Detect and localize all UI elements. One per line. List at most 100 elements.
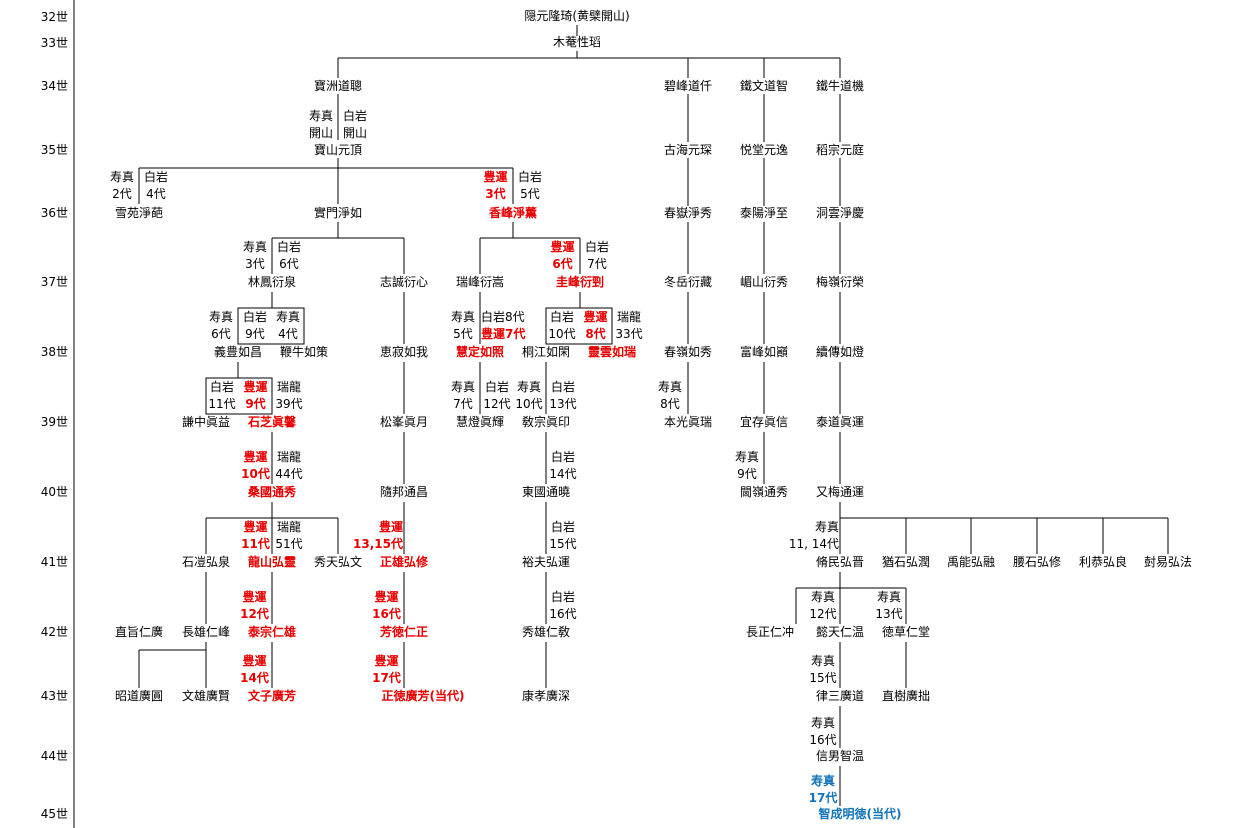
- temple-label: 寿真 13代: [875, 590, 903, 621]
- person-node: 猶石弘潤: [881, 555, 931, 569]
- temple-label: 寿真 開山: [308, 109, 333, 140]
- person-node: 悦堂元逸: [739, 143, 789, 157]
- person-node: 尌易弘法: [1143, 555, 1193, 569]
- temple-label: 白岩 7代: [584, 240, 609, 271]
- lineage-box: [205, 377, 273, 415]
- person-node: 泰宗仁雄: [247, 625, 297, 639]
- temple-label: 寿真 7代: [450, 380, 475, 411]
- generation-label: 36世: [40, 206, 68, 220]
- person-node: 慧定如照: [455, 345, 505, 359]
- temple-label: 瑞龍 39代: [275, 380, 303, 411]
- temple-label: 寿真 15代: [809, 654, 837, 685]
- person-node: 脩民弘晋: [815, 555, 865, 569]
- generation-label: 42世: [40, 625, 68, 639]
- temple-label: 瑞龍 33代: [615, 310, 643, 341]
- generation-label: 38世: [40, 345, 68, 359]
- person-node: 閫嶺通秀: [739, 485, 789, 499]
- person-node: 東國通曉: [521, 485, 571, 499]
- temple-label: 寿真 9代: [734, 450, 759, 481]
- temple-label: 白岩 12代: [483, 380, 511, 411]
- person-node: 寶山元頂: [313, 143, 363, 157]
- generation-label: 43世: [40, 689, 68, 703]
- temple-label: 寿真 5代: [450, 310, 475, 341]
- person-node: 康孝廣深: [521, 689, 571, 703]
- person-node: 文子廣芳: [247, 689, 297, 703]
- temple-label: 白岩 15代: [549, 520, 577, 551]
- temple-label: 豊運 14代: [240, 654, 269, 685]
- person-node: 智成明徳(当代): [818, 807, 902, 821]
- temple-label: 寿真 11, 14代: [788, 520, 839, 551]
- person-node: 泰道眞運: [815, 415, 865, 429]
- generation-label: 37世: [40, 275, 68, 289]
- generation-label: 40世: [40, 485, 68, 499]
- person-node: 慧燈眞輝: [455, 415, 505, 429]
- temple-label: 白岩8代 豊運7代: [481, 310, 526, 341]
- person-node: 正雄弘修: [379, 555, 429, 569]
- person-node: 隨邦通昌: [379, 485, 429, 499]
- person-node: 瑞峰衍嵩: [455, 275, 505, 289]
- person-node: 恵寂如我: [379, 345, 429, 359]
- person-node: 宜存眞信: [739, 415, 789, 429]
- person-node: 桐江如閑: [521, 345, 571, 359]
- person-node: 寶洲道聰: [313, 79, 363, 93]
- temple-label: 白岩 4代: [143, 170, 168, 201]
- generation-label: 41世: [40, 555, 68, 569]
- temple-label: 白岩 開山: [342, 109, 367, 140]
- person-node: 嵋山衍秀: [739, 275, 789, 289]
- generation-label: 39世: [40, 415, 68, 429]
- temple-label: 寿真 16代: [809, 716, 837, 747]
- person-node: 直樹廣拙: [881, 689, 931, 703]
- temple-label: 寿真 12代: [809, 590, 837, 621]
- generation-label: 44世: [40, 749, 68, 763]
- person-node: 雪苑淨葩: [114, 206, 164, 220]
- temple-label: 白岩 11代: [208, 380, 236, 411]
- person-node: 又梅通運: [815, 485, 865, 499]
- person-node: 鐵文道智: [739, 79, 789, 93]
- generation-label: 34世: [40, 79, 68, 93]
- person-node: 鐵牛道機: [815, 79, 865, 93]
- lineage-box: [545, 307, 613, 345]
- person-node: 古海元琛: [663, 143, 713, 157]
- person-node: 昭道廣圓: [114, 689, 164, 703]
- temple-label: 豊運 10代: [241, 450, 270, 481]
- person-node: 腰石弘修: [1012, 555, 1062, 569]
- person-node: 鞭牛如策: [279, 345, 329, 359]
- person-node: 洞雲淨慶: [815, 206, 865, 220]
- person-node: 香峰淨薫: [488, 206, 538, 220]
- temple-label: 豊運 11代: [241, 520, 270, 551]
- temple-label: 白岩 13代: [549, 380, 577, 411]
- person-node: 靈雲如瑞: [587, 345, 637, 359]
- person-node: 長雄仁峰: [181, 625, 231, 639]
- person-node: 文雄廣賢: [181, 689, 231, 703]
- person-node: 信男智温: [815, 749, 865, 763]
- generation-label: 33世: [40, 36, 68, 50]
- temple-label: 寿真 4代: [275, 310, 300, 341]
- person-node: 徳草仁堂: [881, 625, 931, 639]
- person-node: 春嶽淨秀: [663, 206, 713, 220]
- temple-label: 白岩 9代: [242, 310, 267, 341]
- temple-label: 寿真 3代: [242, 240, 267, 271]
- person-node: 春嶺如秀: [663, 345, 713, 359]
- person-node: 泰陽淨至: [739, 206, 789, 220]
- person-node: 秀天弘文: [313, 555, 363, 569]
- temple-label: 豊運 16代: [372, 590, 401, 621]
- person-node: 松峯眞月: [379, 415, 429, 429]
- person-node: 義豊如昌: [213, 345, 263, 359]
- temple-label: 豊運 6代: [550, 240, 575, 271]
- person-node: 直旨仁廣: [114, 625, 164, 639]
- person-node: 桑國通秀: [247, 485, 297, 499]
- person-node: 秀雄仁敎: [521, 625, 571, 639]
- generation-label: 35世: [40, 143, 68, 157]
- person-node: 梅嶺衍榮: [815, 275, 865, 289]
- person-node: 禹能弘融: [946, 555, 996, 569]
- temple-label: 寿真 2代: [109, 170, 134, 201]
- person-node: 續傳如燈: [815, 345, 865, 359]
- person-node: 正徳廣芳(当代): [381, 689, 465, 703]
- temple-label: 寿真 8代: [657, 380, 682, 411]
- person-node: 富峰如巓: [739, 345, 789, 359]
- person-node: 律三廣道: [815, 689, 865, 703]
- person-node: 實門淨如: [313, 206, 363, 220]
- person-node: 林鳳衍泉: [247, 275, 297, 289]
- temple-label: 白岩 16代: [549, 590, 577, 621]
